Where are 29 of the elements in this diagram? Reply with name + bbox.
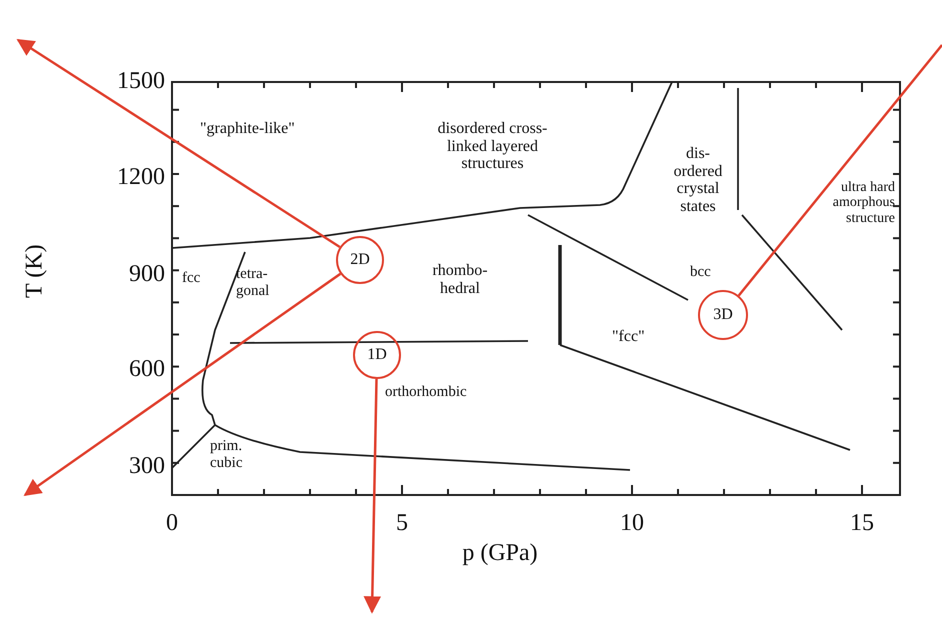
- region-label: orthorhombic: [385, 384, 467, 400]
- axis-tick-label: 1200: [116, 164, 165, 190]
- axis-tick-label: 1500: [116, 68, 165, 94]
- axis-tick-label: 15: [849, 510, 875, 536]
- dimension-circle: 2D: [336, 236, 384, 284]
- arrow: [24, 272, 342, 496]
- region-label: "fcc": [612, 328, 645, 346]
- region-label: fcc: [182, 270, 200, 286]
- line: [738, 44, 942, 296]
- dimension-circle: 1D: [353, 331, 401, 379]
- region-label: dis- ordered crystal states: [672, 145, 724, 216]
- axis-tick-label: 5: [395, 510, 409, 536]
- region-label: bcc: [690, 264, 711, 280]
- region-label: disordered cross- linked layered structures: [436, 120, 548, 173]
- axis-tick-label: 600: [128, 356, 165, 382]
- axis-tick-label: 10: [619, 510, 645, 536]
- arrow: [16, 38, 340, 248]
- region-label: "graphite-like": [200, 120, 295, 138]
- axis-tick-label: 0: [165, 510, 179, 536]
- region-label: prim. cubic: [210, 438, 244, 471]
- arrow: [364, 378, 382, 614]
- region-label: ultra hard amorphous structure: [832, 180, 895, 226]
- axis-tick-label: 900: [128, 261, 165, 288]
- axis-title: p (GPa): [461, 540, 539, 566]
- axis-tick-label: 300: [128, 453, 165, 480]
- region-label: tetra- gonal: [236, 266, 270, 299]
- dimension-circle: 3D: [698, 290, 748, 340]
- region-label: rhombo- hedral: [431, 262, 489, 298]
- axis-title: T (K): [22, 244, 48, 298]
